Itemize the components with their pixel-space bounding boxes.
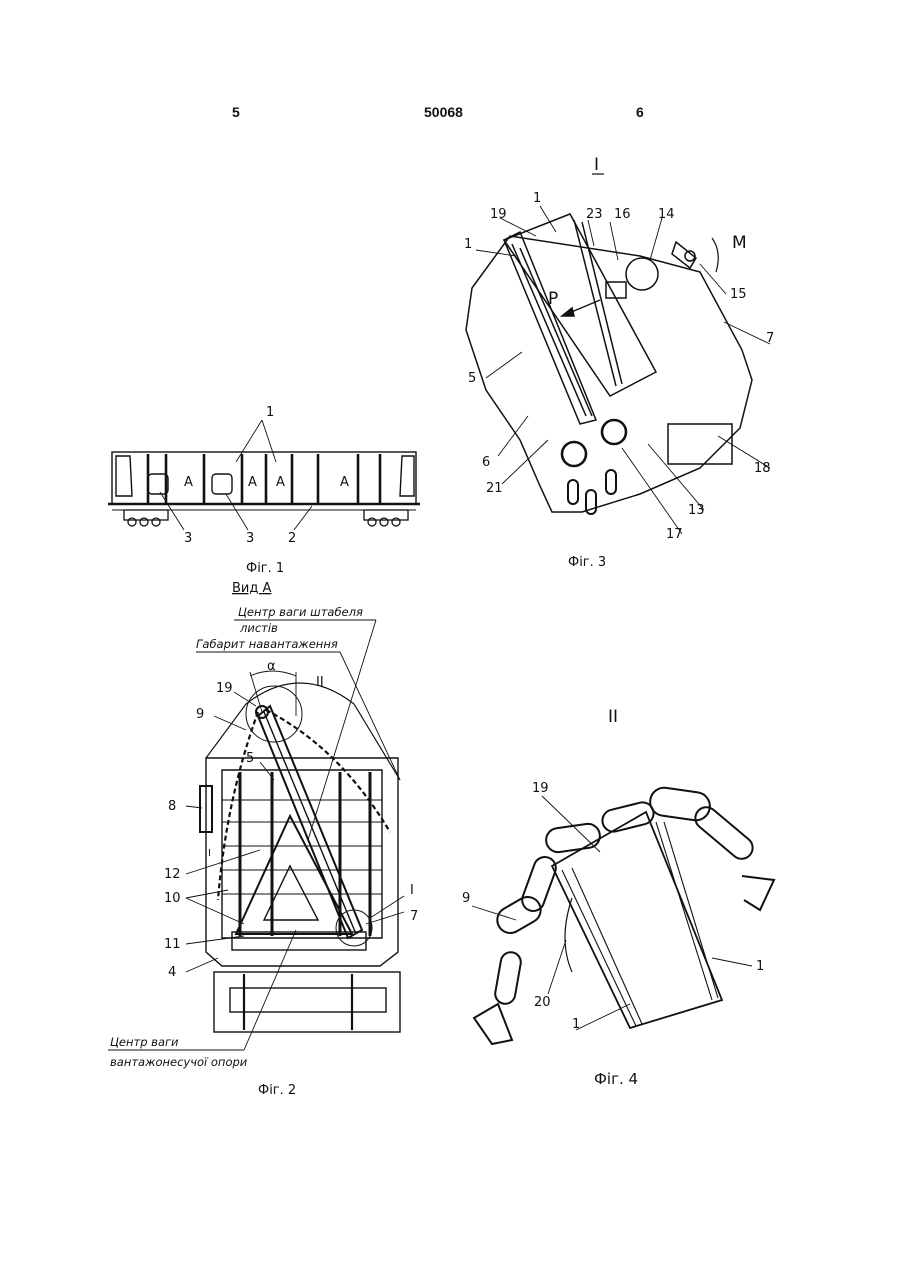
callout-label: 2: [288, 531, 296, 546]
section-mark: A: [184, 475, 193, 490]
callout-label: 9: [462, 891, 470, 906]
fig3-caption: Фіг. 3: [568, 555, 606, 570]
callout-label: 1: [572, 1017, 580, 1032]
callout-label: 11: [164, 937, 181, 952]
fig2-annotations: Центр ваги штабеля листів Габарит навант…: [110, 605, 414, 1069]
center-stack-label-cont: листів: [239, 621, 278, 635]
callout-label: 3: [246, 531, 254, 546]
detail-ii-mark: II: [316, 675, 324, 690]
center-support-label: Центр ваги: [110, 1035, 179, 1049]
callout-label: 8: [168, 799, 176, 814]
angle-label: α: [267, 659, 276, 674]
section-mark: A: [248, 475, 257, 490]
fig4-caption: Фіг. 4: [594, 1070, 638, 1088]
callout-label: 20: [534, 995, 551, 1010]
callout-label: 16: [614, 207, 631, 222]
callout-label: 7: [410, 909, 418, 924]
force-label: P: [548, 289, 558, 309]
fig4-detail-mark: II: [608, 707, 618, 727]
center-support-label-cont: вантажонесучої опори: [110, 1055, 248, 1069]
callout-label: 14: [658, 207, 675, 222]
callout-label: 19: [216, 681, 233, 696]
section-mark: A: [340, 475, 349, 490]
callout-label: 1: [533, 191, 541, 206]
callout-label: 1: [756, 959, 764, 974]
callout-label: 12: [164, 867, 181, 882]
fig3-detail-drawing: [466, 174, 770, 534]
callout-label: 18: [754, 461, 771, 476]
fig3-callouts: 1 19 23 16 14 1 15 7 5 6 21 18 13 17: [464, 191, 774, 542]
callout-label: 21: [486, 481, 503, 496]
callout-label: 1: [266, 405, 274, 420]
center-stack-label: Центр ваги штабеля: [238, 605, 363, 619]
fig2-caption: Фіг. 2: [258, 1083, 296, 1098]
callout-label: 23: [586, 207, 603, 222]
callout-label: 19: [490, 207, 507, 222]
callout-label: 13: [688, 503, 705, 518]
callout-label: 3: [184, 531, 192, 546]
fig1-caption: Фіг. 1: [246, 561, 284, 576]
moment-label: M: [732, 233, 747, 253]
small-detail-mark: I: [208, 848, 211, 859]
detail-i-mark: I: [410, 883, 414, 898]
callout-label: 6: [482, 455, 490, 470]
loading-gauge-label: Габарит навантаження: [196, 637, 338, 651]
callout-label: 1: [464, 237, 472, 252]
callout-label: 5: [468, 371, 476, 386]
fig1-railcar: [108, 420, 420, 530]
callout-label: 17: [666, 527, 683, 542]
callout-label: 9: [196, 707, 204, 722]
callout-label: 4: [168, 965, 176, 980]
fig1-view-label: Вид А: [232, 581, 271, 596]
callout-label: 19: [532, 781, 549, 796]
fig2-callouts: 19 9 5 8 12 10 11 4 7: [164, 681, 418, 980]
section-mark: A: [276, 475, 285, 490]
fig3-detail-mark: I: [594, 155, 599, 175]
callout-label: 15: [730, 287, 747, 302]
fig2-view-a-drawing: [108, 620, 404, 1050]
callout-label: 5: [246, 751, 254, 766]
callout-label: 10: [164, 891, 181, 906]
fig4-detail-drawing: [472, 786, 774, 1044]
callout-label: 7: [766, 331, 774, 346]
